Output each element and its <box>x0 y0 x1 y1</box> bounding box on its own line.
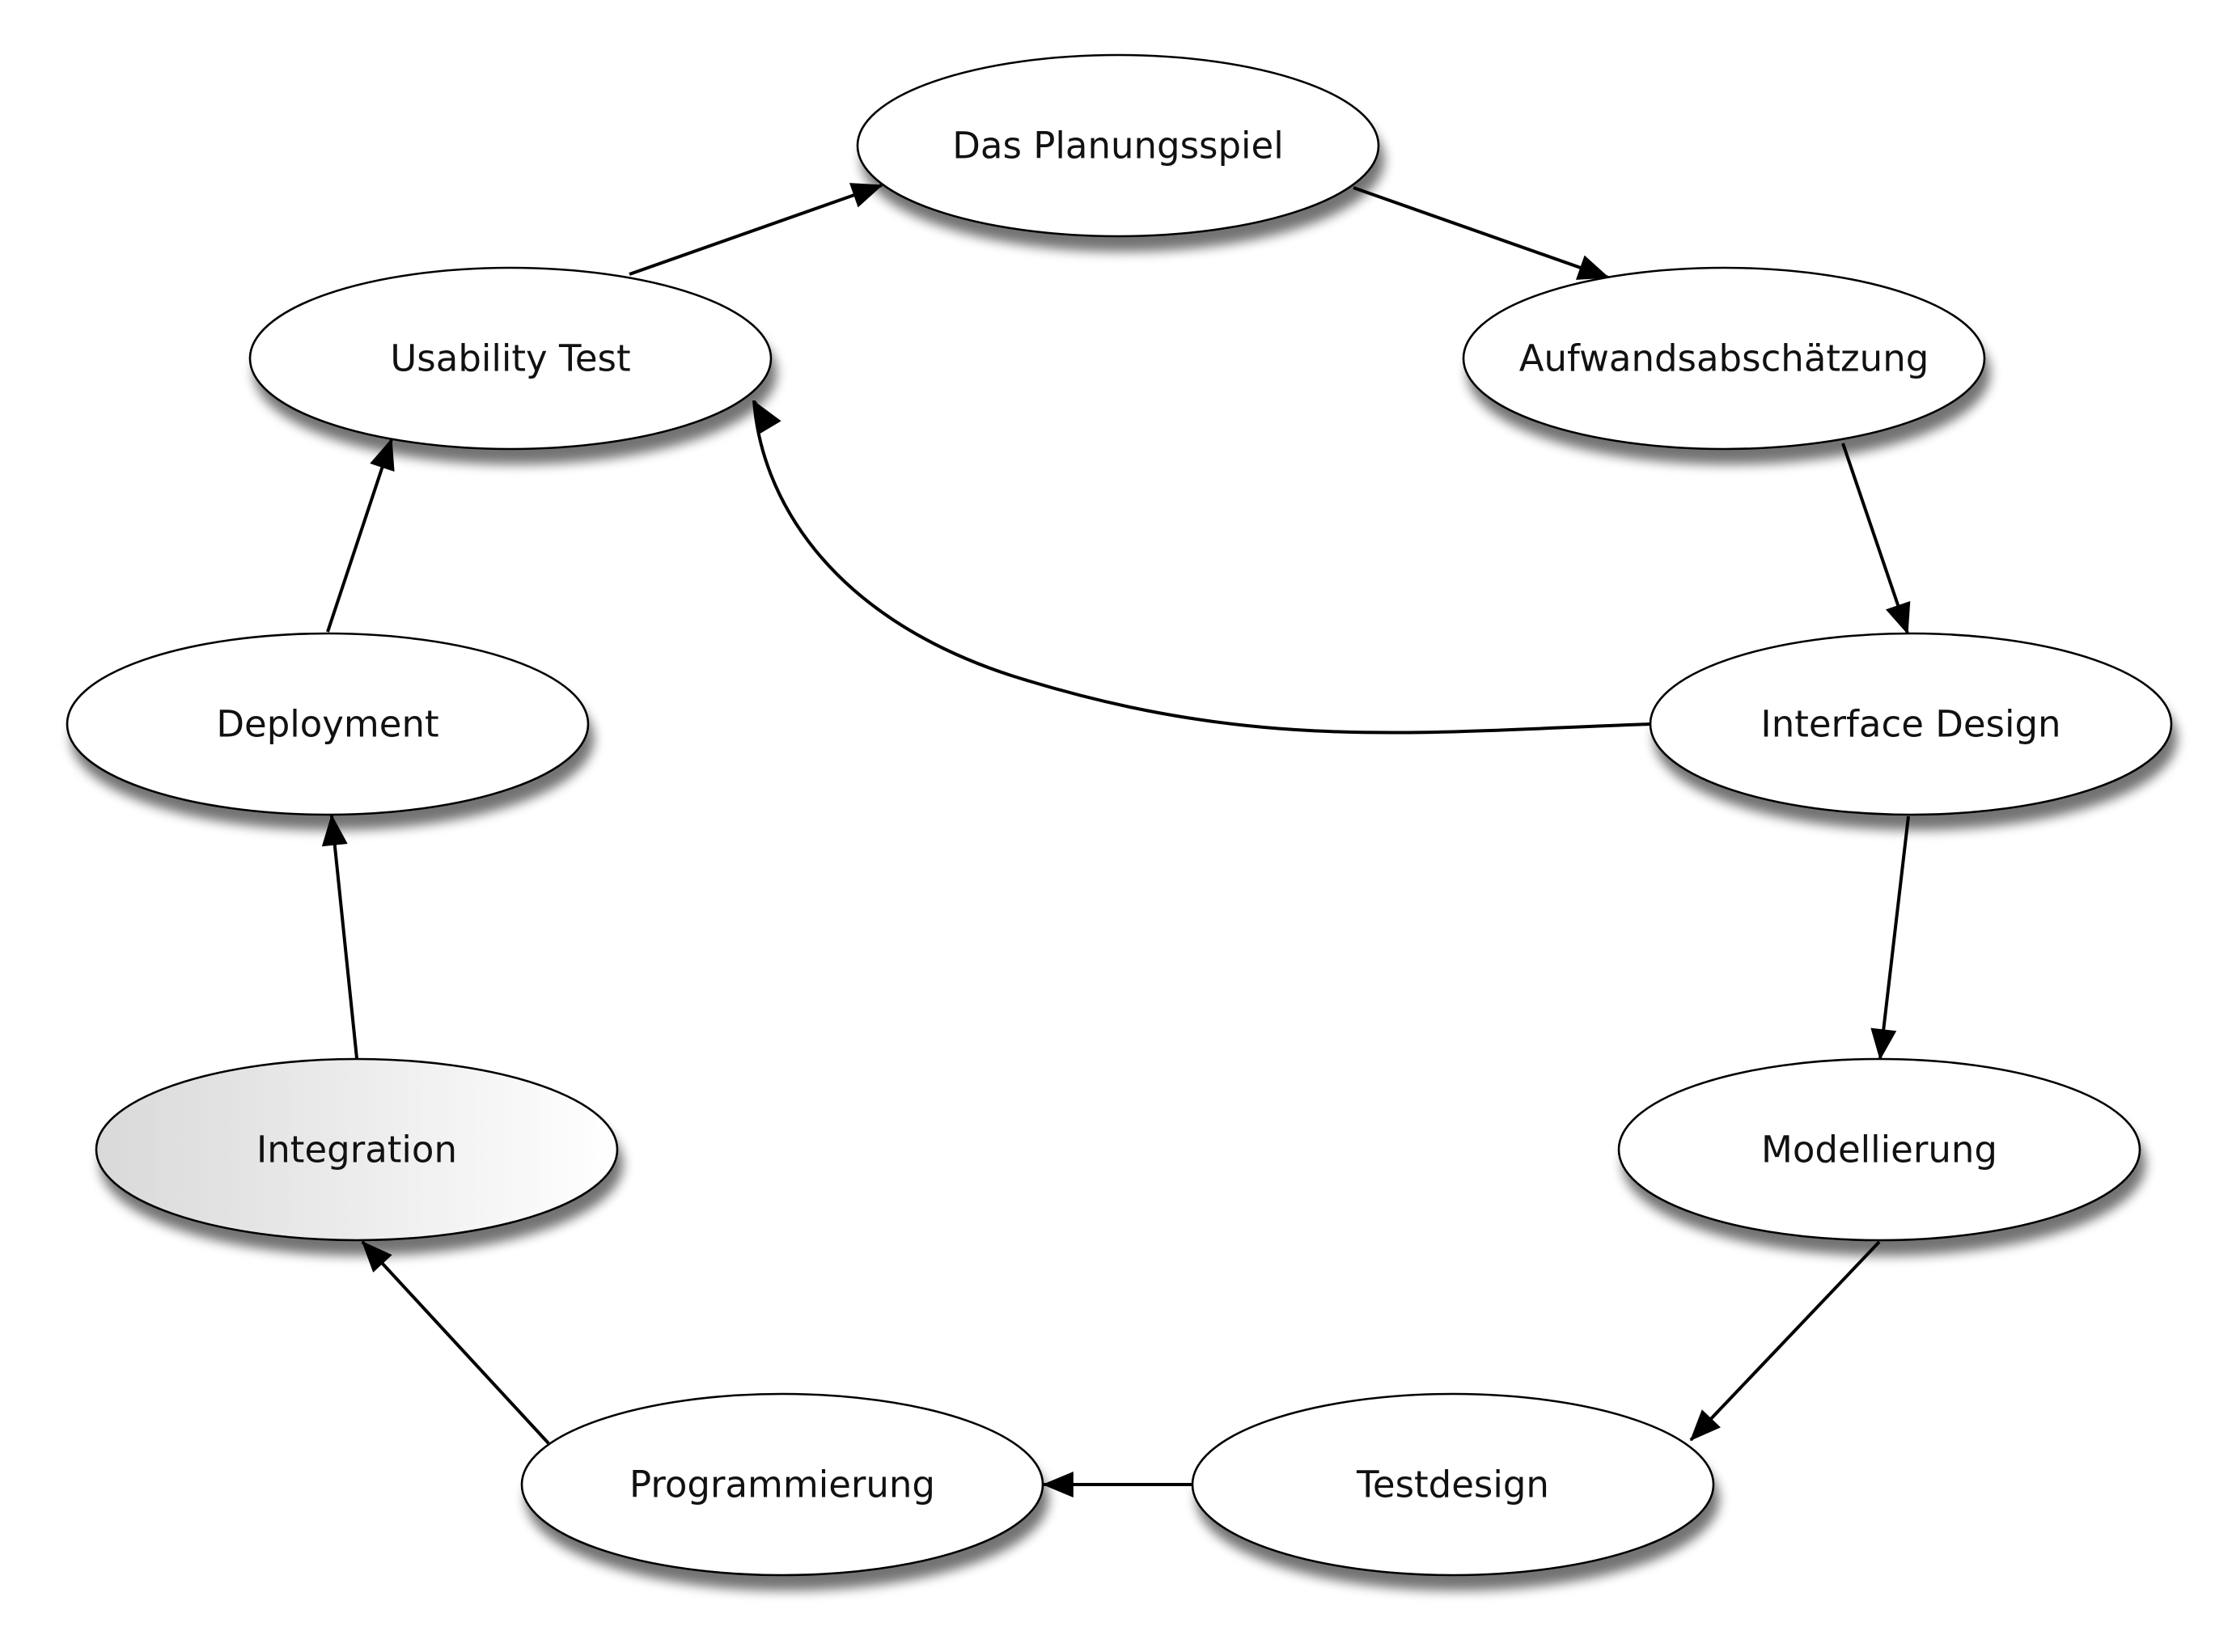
node-deployment: Deployment <box>66 632 590 816</box>
node-label-programmierung: Programmierung <box>629 1464 935 1506</box>
node-label-integration: Integration <box>256 1129 457 1171</box>
node-planungsspiel: Das Planungsspiel <box>856 53 1380 238</box>
node-ellipse-deployment <box>66 632 590 816</box>
node-integration: Integration <box>95 1057 619 1242</box>
node-aufwand: Aufwandsabschätzung <box>1462 266 1986 451</box>
node-ellipse-programmierung <box>520 1392 1044 1577</box>
node-testdesign: Testdesign <box>1191 1392 1715 1577</box>
edge-programmierung-to-integration <box>361 1240 550 1445</box>
node-label-deployment: Deployment <box>216 703 438 746</box>
node-ellipse-usability <box>248 266 773 451</box>
node-ellipse-testdesign <box>1191 1392 1715 1577</box>
node-usability: Usability Test <box>248 266 773 451</box>
edge-layer <box>321 183 1911 1497</box>
node-ellipse-interface <box>1649 632 2173 816</box>
node-ellipse-aufwand <box>1462 266 1986 451</box>
edge-usability-to-planungsspiel <box>629 183 883 276</box>
edge-interface-to-usability <box>752 400 1652 735</box>
node-interface: Interface Design <box>1649 632 2173 816</box>
node-ellipse-modellierung <box>1617 1057 2141 1242</box>
node-programmierung: Programmierung <box>520 1392 1044 1577</box>
edge-arrowhead-interface-to-usability <box>753 400 781 434</box>
edge-planungsspiel-to-aufwand <box>1353 186 1610 280</box>
node-layer: Das PlanungsspielAufwandsabschätzungInte… <box>66 53 2173 1577</box>
node-label-interface: Interface Design <box>1760 703 2060 746</box>
node-label-planungsspiel: Das Planungsspiel <box>952 125 1283 167</box>
edge-interface-to-modellierung <box>1870 815 1910 1061</box>
node-modellierung: Modellierung <box>1617 1057 2141 1242</box>
edge-deployment-to-usability <box>326 438 395 633</box>
edge-integration-to-deployment <box>321 814 358 1059</box>
node-label-usability: Usability Test <box>390 337 630 380</box>
edge-modellierung-to-testdesign <box>1689 1240 1881 1442</box>
node-label-modellierung: Modellierung <box>1761 1129 1997 1171</box>
node-ellipse-integration <box>95 1057 619 1242</box>
node-label-aufwand: Aufwandsabschätzung <box>1519 337 1929 380</box>
edge-aufwand-to-interface <box>1841 443 1911 635</box>
node-label-testdesign: Testdesign <box>1356 1464 1549 1506</box>
node-ellipse-planungsspiel <box>856 53 1380 238</box>
